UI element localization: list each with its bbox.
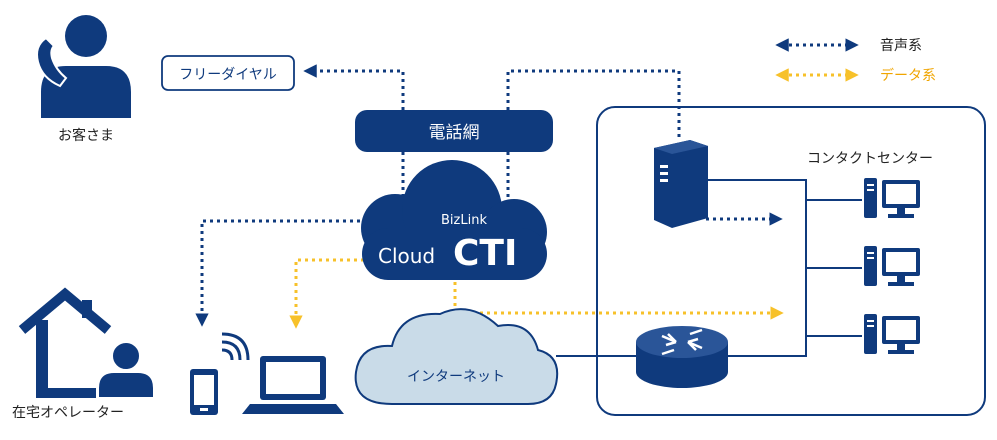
free-dial-box bbox=[161, 55, 295, 91]
cloud-prefix-label: Cloud bbox=[378, 244, 435, 268]
house-person-icon bbox=[18, 287, 155, 399]
free-dial-label: フリーダイヤル bbox=[179, 67, 277, 83]
router-icon bbox=[636, 326, 728, 388]
desktop-pc-icon bbox=[864, 314, 920, 354]
internet-label: インターネット bbox=[407, 369, 505, 385]
phone-network-label: 電話網 bbox=[429, 123, 480, 143]
cloud-product-label: CTI bbox=[453, 233, 517, 274]
desktop-pc-icon bbox=[864, 178, 920, 218]
legend-data-label: データ系 bbox=[880, 67, 936, 84]
desktop-pc-icon bbox=[864, 246, 920, 286]
cloud-brand-label: BizLink bbox=[441, 213, 487, 228]
cloud-cti-node bbox=[361, 160, 547, 280]
legend-voice-label: 音声系 bbox=[880, 37, 922, 54]
smartphone-icon bbox=[190, 332, 250, 415]
laptop-icon bbox=[242, 356, 344, 414]
data-line-laptop bbox=[289, 258, 364, 329]
voice-line-smartphone bbox=[195, 219, 360, 327]
home-operator-label: 在宅オペレーター bbox=[12, 405, 124, 421]
server-icon bbox=[654, 140, 708, 228]
contact-center-label: コンタクトセンター bbox=[807, 151, 933, 167]
person-phone-icon bbox=[36, 15, 131, 118]
contact-center-frame bbox=[596, 106, 986, 416]
phone-network-node bbox=[355, 110, 553, 152]
contact-center-wiring bbox=[708, 179, 862, 357]
customer-label: お客さま bbox=[58, 127, 114, 144]
voice-line-free-dial bbox=[303, 64, 405, 110]
internet-cloud-node bbox=[354, 308, 559, 405]
data-line-contact-center bbox=[453, 282, 784, 320]
